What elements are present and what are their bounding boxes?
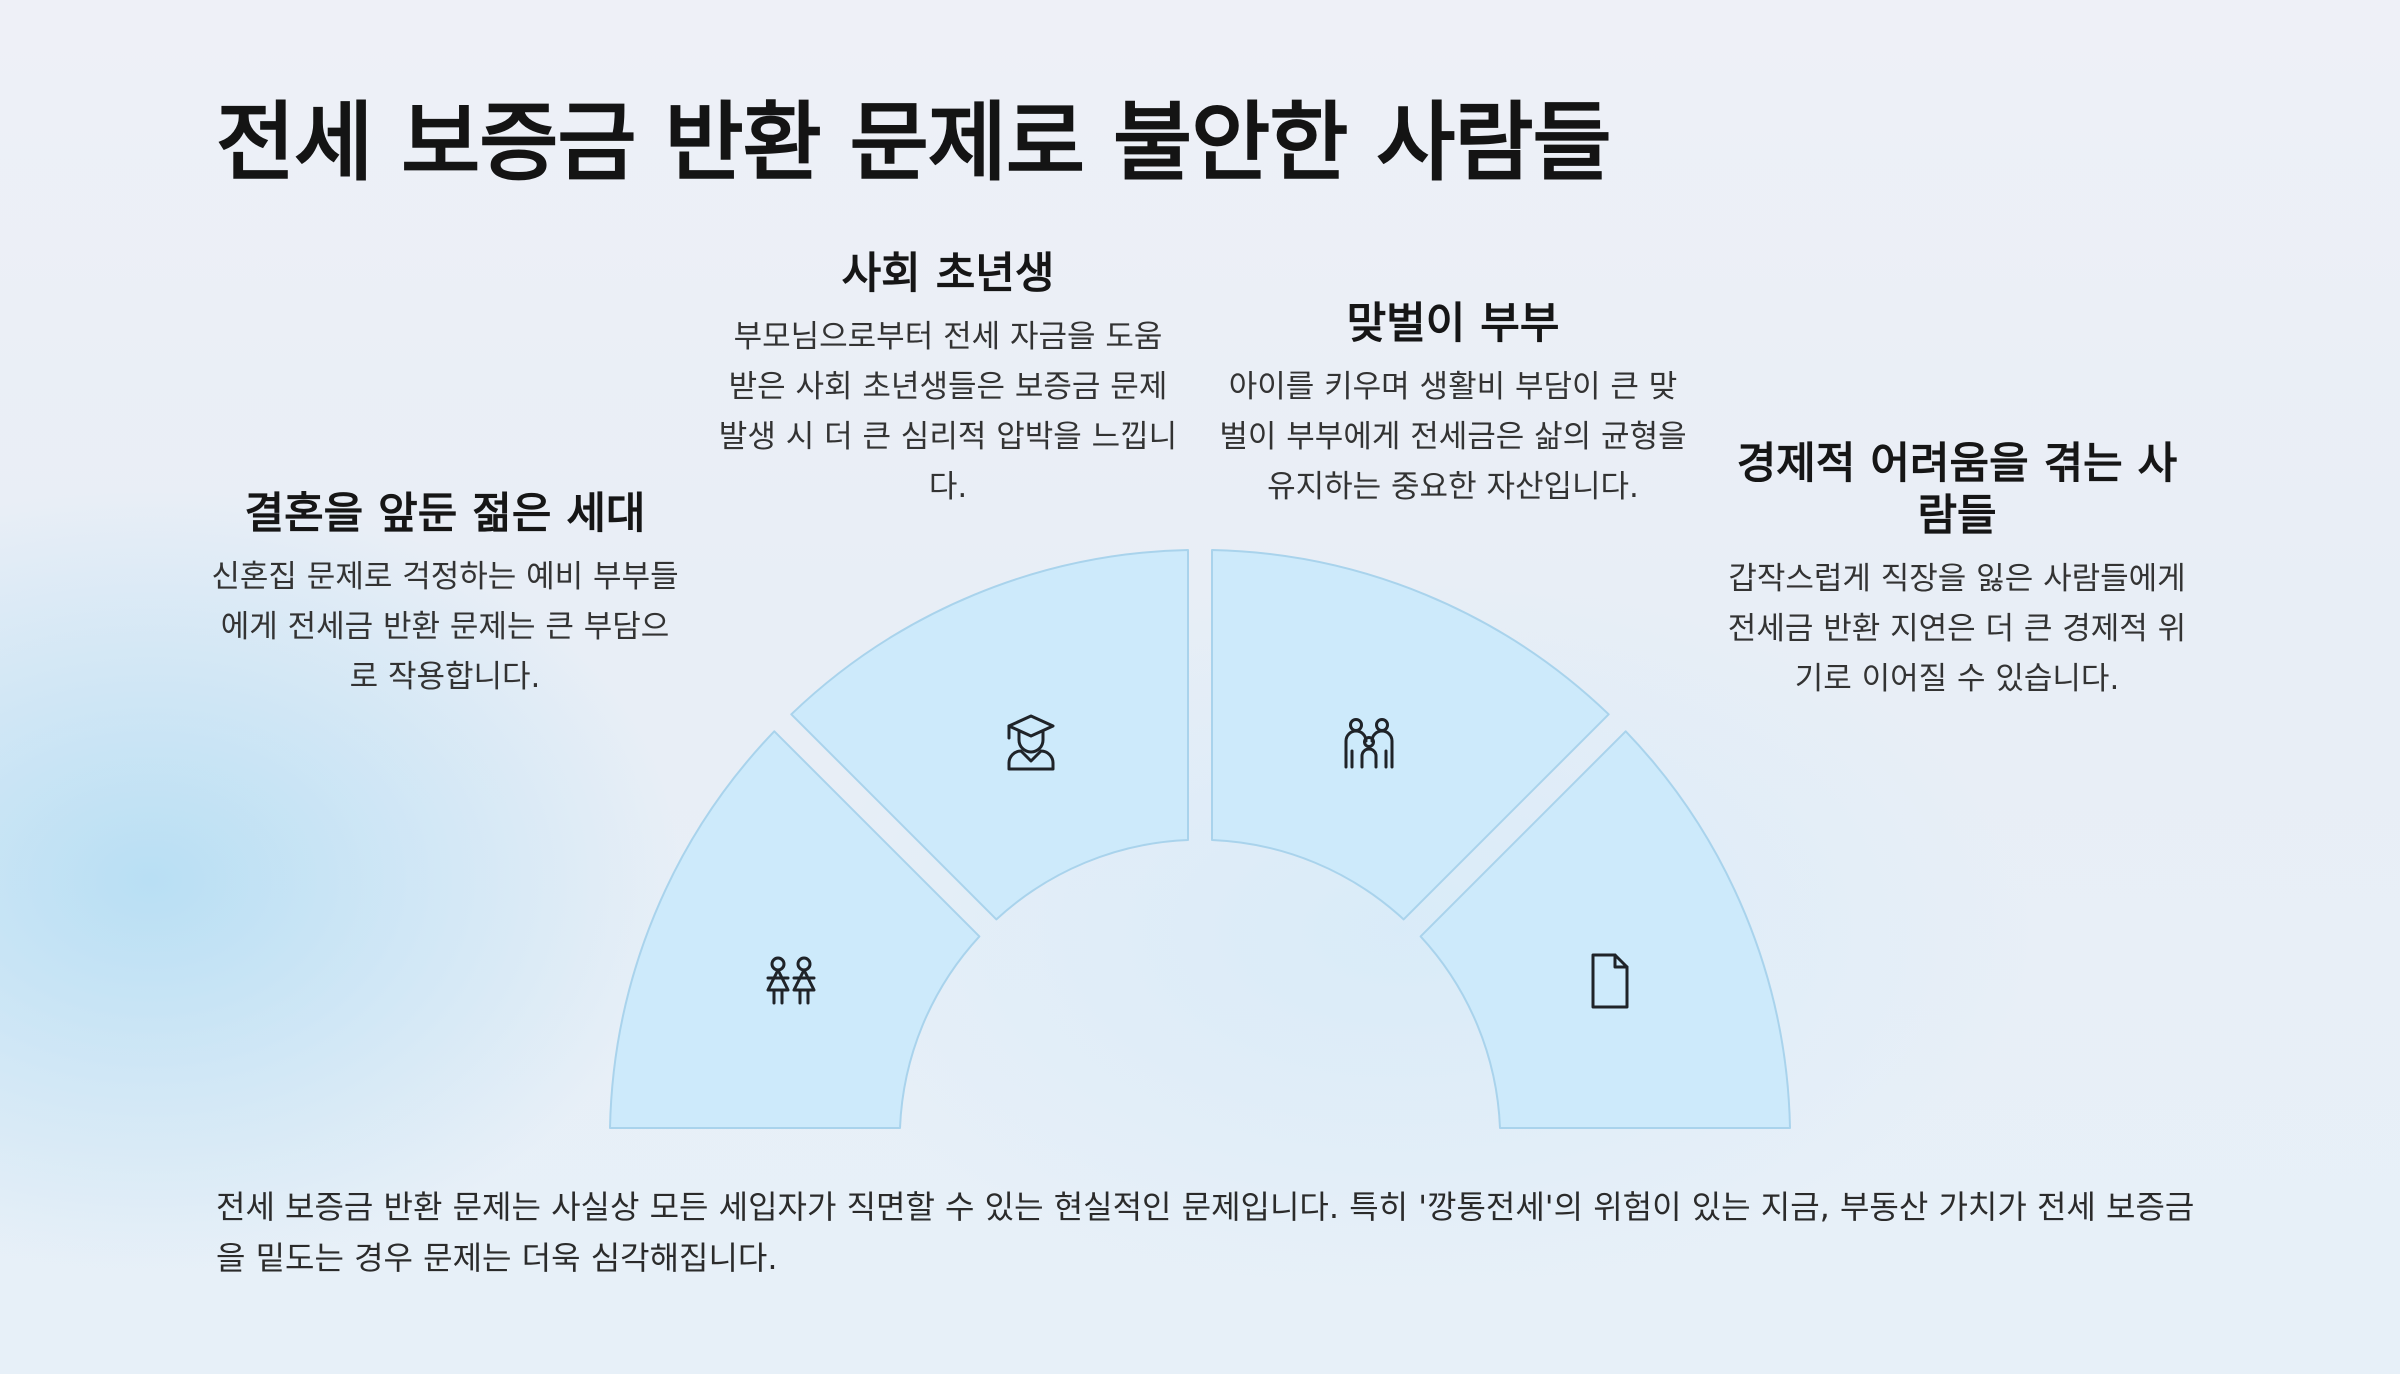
page-title: 전세 보증금 반환 문제로 불안한 사람들 [216, 93, 1612, 193]
family-icon [1344, 718, 1394, 769]
segment-card-financial-hardship: 경제적 어려움을 겪는 사람들 갑작스럽게 직장을 잃은 사람들에게 전세금 반… [1722, 438, 2192, 704]
fan-segments [609, 549, 1791, 1129]
segment-card-new-workers: 사회 초년생 부모님으로부터 전세 자금을 도움 받은 사회 초년생들은 보증금… [718, 248, 1178, 512]
segment-description: 신혼집 문제로 걱정하는 예비 부부들에게 전세금 반환 문제는 큰 부담으로 … [211, 559, 679, 695]
segment-description: 갑작스럽게 직장을 잃은 사람들에게 전세금 반환 지연은 더 큰 경제적 위기… [1727, 561, 2187, 697]
segment-heading: 경제적 어려움을 겪는 사람들 [1736, 439, 2178, 541]
graduate-icon [1007, 714, 1055, 771]
segment-description: 아이를 키우며 생활비 부담이 큰 맞벌이 부부에게 전세금은 삶의 균형을 유… [1219, 369, 1687, 505]
segment-card-dual-income: 맞벌이 부부 아이를 키우며 생활비 부담이 큰 맞벌이 부부에게 전세금은 삶… [1218, 298, 1688, 512]
couple-icon [766, 956, 816, 1005]
segment-financial-hardship [1419, 730, 1791, 1129]
segment-young-couples [609, 730, 981, 1129]
segment-heading: 맞벌이 부부 [1346, 299, 1560, 349]
document-icon [1591, 953, 1629, 1009]
segment-card-young-couples: 결혼을 앞둔 젊은 세대 신혼집 문제로 걱정하는 예비 부부들에게 전세금 반… [210, 488, 680, 702]
segment-dual-income [1211, 549, 1610, 921]
segment-new-workers [790, 549, 1189, 921]
segment-heading: 결혼을 앞둔 젊은 세대 [244, 489, 646, 539]
fan-icons [766, 714, 1629, 1009]
segment-heading: 사회 초년생 [841, 249, 1055, 299]
summary-text: 전세 보증금 반환 문제는 사실상 모든 세입자가 직면할 수 있는 현실적인 … [216, 1188, 2195, 1277]
segment-description: 부모님으로부터 전세 자금을 도움 받은 사회 초년생들은 보증금 문제 발생 … [718, 319, 1178, 505]
